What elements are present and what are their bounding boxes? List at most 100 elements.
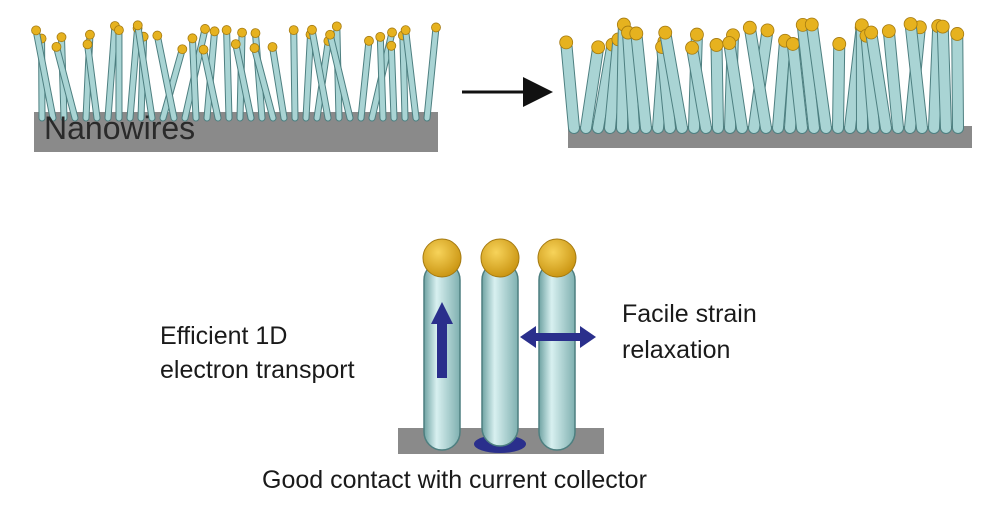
strain-double-arrow [520, 326, 596, 348]
after-wire-2 [593, 39, 618, 133]
before-cap-5 [82, 39, 93, 50]
before-wire-12 [154, 33, 177, 121]
after-cap-9 [658, 25, 673, 40]
before-cap-11 [177, 44, 188, 55]
efficient-transport-label-line2: electron transport [160, 356, 355, 384]
strain-relaxation-label-line2: relaxation [622, 336, 731, 364]
current-collector-contact-label: Good contact with current collector [262, 466, 647, 494]
before-cap-27 [331, 21, 342, 32]
before-cap-20 [250, 28, 261, 39]
after-wire-26 [866, 27, 891, 133]
before-cap-30 [387, 27, 397, 38]
before-wire-19 [233, 41, 254, 121]
after-wire-20 [797, 19, 819, 133]
after-cap-12 [709, 38, 724, 52]
before-cap-19 [230, 39, 241, 49]
before-wire-1 [33, 27, 56, 121]
after-wire-12 [711, 39, 723, 133]
after-wire-25 [861, 30, 879, 133]
after-wire-17 [773, 35, 791, 133]
after-cap-11 [685, 40, 699, 55]
after-wire-8 [657, 41, 675, 133]
before-wire-14 [189, 35, 199, 121]
after-wire-31 [937, 21, 951, 133]
before-wire-17 [224, 27, 232, 121]
before-cap-28 [325, 29, 335, 40]
after-cap-10 [690, 27, 704, 42]
after-cap-31 [935, 19, 950, 34]
before-cap-15 [209, 26, 220, 37]
before-cap-29 [364, 35, 374, 46]
nanowire-array-before [31, 20, 441, 152]
before-wire-22 [270, 44, 287, 121]
after-cap-6 [629, 26, 644, 41]
after-wire-32 [952, 28, 963, 133]
before-wire-26 [309, 27, 331, 121]
before-wire-21 [252, 45, 276, 121]
detail-cap-1 [422, 238, 462, 278]
before-cap-34 [400, 25, 411, 36]
after-wire-14 [724, 38, 747, 133]
before-cap-21 [249, 43, 260, 53]
before-wire-6 [105, 23, 118, 121]
after-cap-26 [864, 25, 879, 40]
after-cap-21 [804, 17, 819, 32]
after-wire-0 [561, 37, 579, 133]
before-cap-13 [200, 24, 210, 34]
before-wire-16 [200, 47, 221, 121]
after-wire-5 [623, 27, 639, 133]
nanowire-array-after [559, 17, 972, 148]
before-cap-10 [132, 20, 143, 31]
before-cap-2 [56, 32, 67, 43]
detail-wire-3 [537, 238, 577, 451]
before-cap-35 [431, 22, 441, 33]
after-wire-21 [806, 19, 831, 133]
after-wire-22 [833, 38, 845, 133]
after-wire-6 [631, 28, 651, 133]
before-wire-11 [160, 46, 185, 121]
detail-cap-3 [537, 238, 577, 278]
wires-after [559, 17, 965, 134]
after-wire-16 [744, 22, 771, 133]
before-wire-31 [377, 34, 386, 121]
detail-cap-2 [480, 238, 520, 278]
before-wire-10 [135, 22, 155, 121]
after-wire-1 [581, 42, 604, 133]
before-cap-14 [187, 33, 198, 44]
before-cap-26 [307, 24, 317, 35]
before-wire-34 [403, 27, 419, 121]
before-cap-1 [31, 25, 41, 36]
before-wire-28 [327, 32, 353, 121]
wires-before [31, 20, 441, 122]
before-cap-32 [386, 40, 397, 51]
efficient-transport-label-line1: Efficient 1D [160, 322, 288, 350]
after-cap-19 [785, 37, 800, 51]
before-cap-17 [221, 25, 232, 35]
after-wire-9 [660, 27, 687, 133]
before-wire-8 [127, 25, 141, 121]
before-wire-35 [424, 24, 439, 121]
after-wire-29 [905, 19, 927, 133]
before-cap-18 [237, 27, 247, 38]
after-cap-14 [722, 36, 737, 50]
after-wire-11 [687, 42, 711, 133]
before-wire-5 [85, 41, 100, 121]
before-cap-31 [375, 31, 386, 42]
after-cap-15 [760, 23, 775, 38]
before-cap-12 [152, 30, 163, 41]
before-wire-23 [291, 27, 298, 121]
before-wire-24 [303, 31, 314, 121]
transport-arrow [431, 302, 453, 378]
after-cap-22 [832, 37, 847, 51]
after-cap-27 [881, 24, 896, 39]
before-wire-33 [400, 32, 408, 121]
detail-wire-2 [474, 238, 526, 453]
before-cap-4 [85, 29, 95, 40]
before-cap-23 [288, 25, 299, 36]
nanowires-label: Nanowires [44, 110, 196, 146]
before-cap-3 [51, 41, 62, 52]
before-cap-22 [267, 42, 278, 52]
before-wire-3 [53, 44, 78, 121]
after-wire-27 [883, 26, 903, 133]
